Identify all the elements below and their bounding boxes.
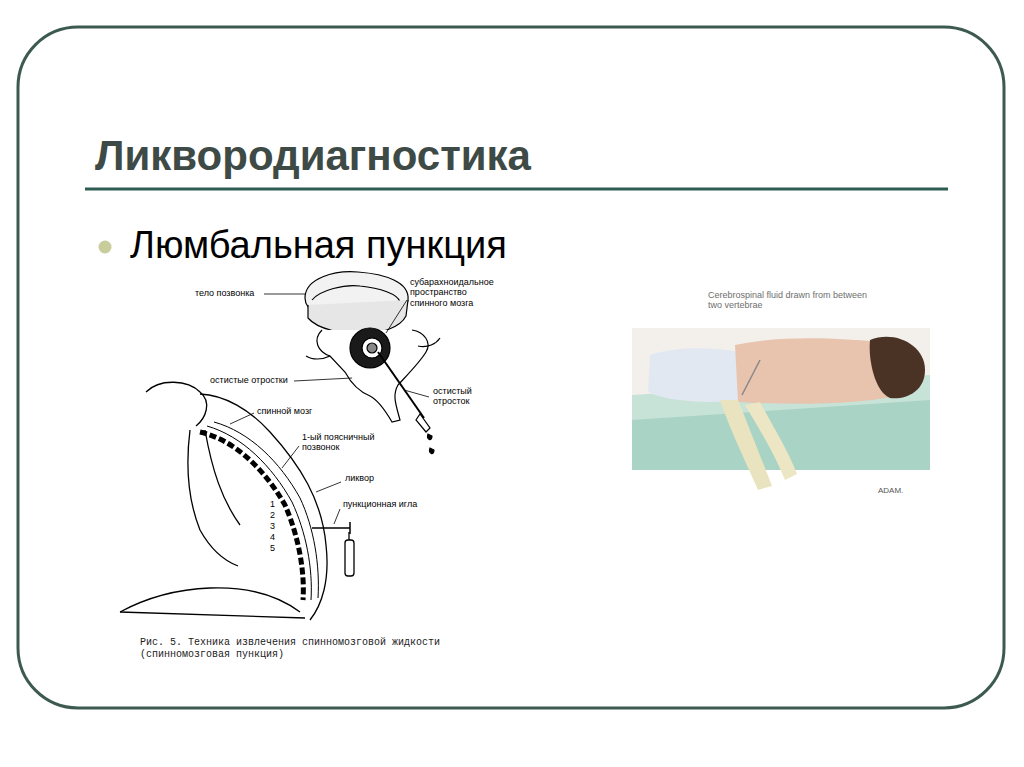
part-label: пункционная игла (343, 499, 417, 509)
part-label: тело позвонка (195, 288, 254, 298)
watermark: ADAM. (878, 486, 903, 495)
bullet-dot (99, 241, 112, 254)
callout-number: 1 (270, 499, 275, 509)
title-rule (85, 188, 948, 191)
callout-number: 4 (270, 532, 275, 542)
callout-number: 5 (270, 543, 275, 553)
part-label: субарахноидальное пространство спинного … (410, 277, 502, 308)
part-label: 1-ый поясничный позвонок (302, 432, 380, 453)
figure-caption: Рис. 5. Техника извлечения спинномозгово… (140, 637, 520, 660)
bullet-text: Люмбальная пункция (130, 224, 507, 268)
slide-frame (18, 27, 1004, 708)
patient-drawing (120, 382, 354, 620)
part-label: остистый отросток (433, 386, 495, 407)
part-label: спинной мозг (257, 406, 312, 416)
photo-illustration (632, 328, 930, 490)
callout-number: 2 (270, 510, 275, 520)
part-label: остистые отростки (210, 375, 288, 385)
photo-caption: Cerebrospinal fluid drawn from between t… (708, 290, 873, 311)
part-label: ликвор (345, 473, 374, 483)
slide-title: Ликвородиагностика (95, 132, 531, 180)
leader-lines (230, 294, 429, 524)
callout-number: 3 (270, 521, 275, 531)
